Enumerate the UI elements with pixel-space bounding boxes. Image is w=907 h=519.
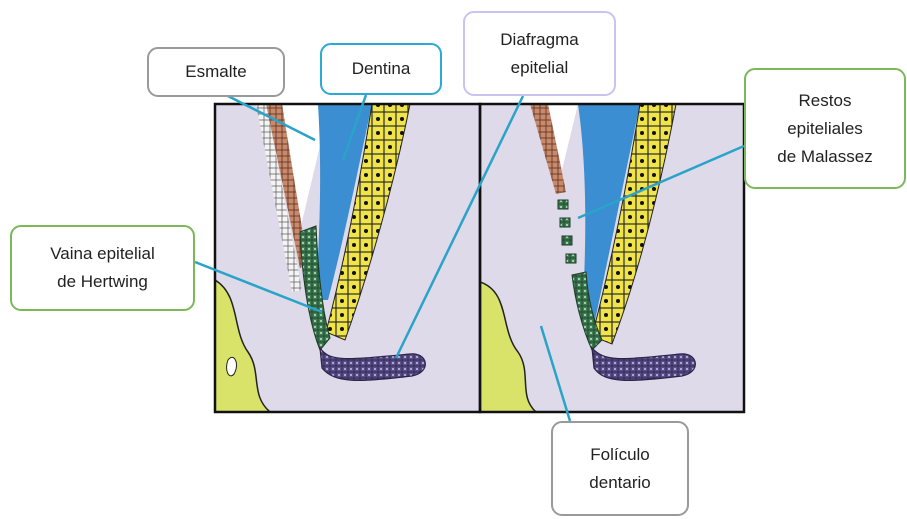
label-esmalte: Esmalte — [147, 47, 285, 97]
bone-hole — [227, 357, 237, 375]
label-diafragma-epitelial: Diafragma epitelial — [463, 11, 616, 96]
label-vaina-hertwing: Vaina epitelial de Hertwing — [10, 225, 195, 311]
right-panel — [480, 104, 744, 412]
malassez-rest — [562, 236, 572, 245]
malassez-rest — [560, 218, 570, 227]
malassez-rest — [566, 254, 576, 263]
malassez-rest — [558, 200, 568, 209]
label-dentina: Dentina — [320, 43, 442, 95]
label-restos-malassez: Restos epiteliales de Malassez — [744, 68, 906, 189]
label-foliculo-dentario: Folículo dentario — [551, 421, 689, 516]
